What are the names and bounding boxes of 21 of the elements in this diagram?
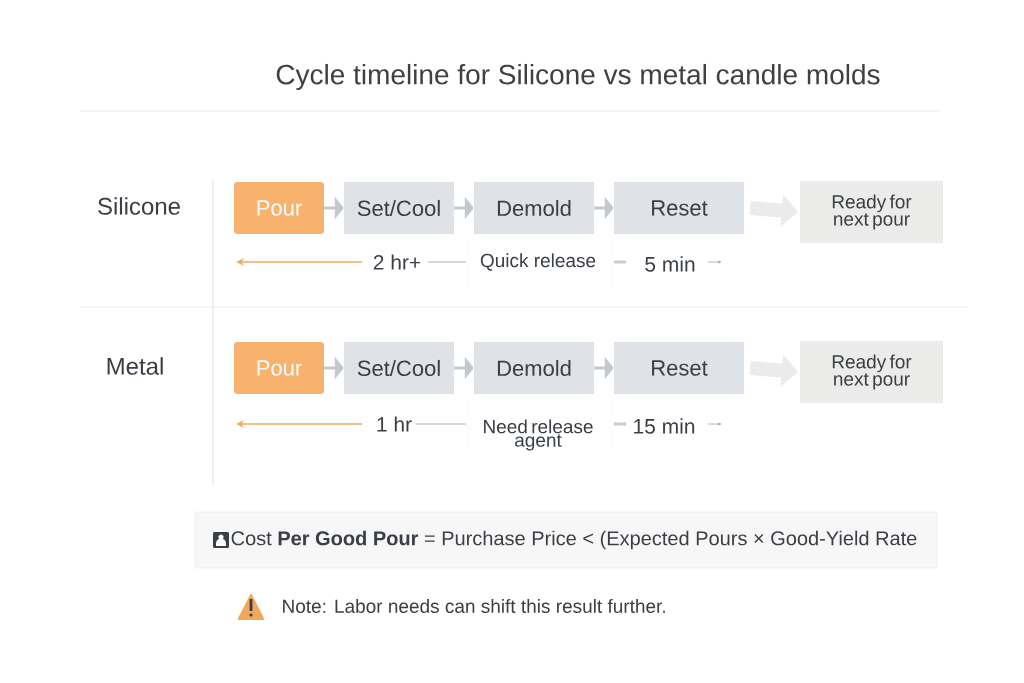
note-text: Note: Labor needs can shift this result further. — [283, 599, 665, 613]
duration-label: 15 min — [634, 418, 695, 434]
step-box: Pour — [234, 182, 324, 234]
step-box: Set/Cool — [344, 182, 454, 234]
step-box: Reset — [614, 182, 744, 234]
result-box: Ready for next pour — [800, 181, 943, 243]
step-box: Set/Cool — [344, 342, 454, 394]
step-box: Reset — [614, 342, 744, 394]
row-label: Silicone — [98, 197, 180, 215]
formula-box: Cost Per Good Pour = Purchase Price < (Expected Pours × Good-Yield Rate — [194, 511, 938, 569]
timeline-note: Quick release — [480, 253, 596, 271]
timeline-note: Need release agent — [484, 419, 593, 451]
row-label: Metal — [107, 357, 163, 375]
duration-label: 2 hr+ — [373, 254, 421, 270]
result-box: Ready for next pour — [800, 341, 943, 403]
step-box: Pour — [234, 342, 324, 394]
step-box: Demold — [474, 182, 594, 234]
duration-label: 5 min — [645, 256, 695, 272]
duration-label: 1 hr — [377, 416, 412, 432]
title: Cycle timeline for Silicone vs metal candle molds — [276, 63, 880, 91]
step-box: Demold — [474, 342, 594, 394]
